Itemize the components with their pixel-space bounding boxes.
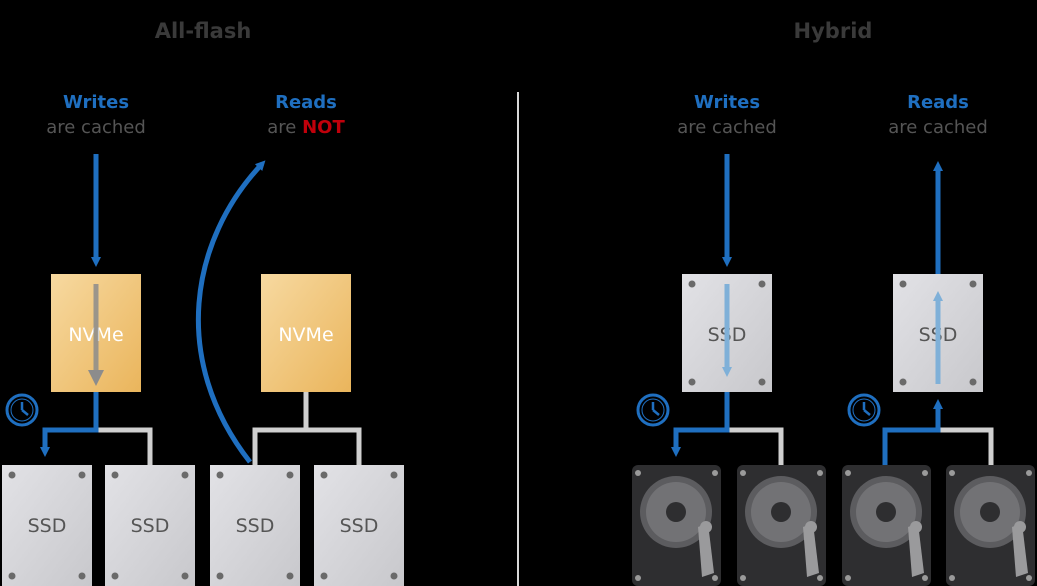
hard-disk-icon bbox=[946, 465, 1035, 586]
hybrid-reads-label: Reads bbox=[907, 92, 969, 113]
all-flash-destage-arrow bbox=[40, 392, 99, 457]
all-flash-title: All-flash bbox=[155, 19, 252, 43]
hybrid-destage-arrow bbox=[671, 392, 730, 457]
ssd-capacity-drive-4-label: SSD bbox=[340, 515, 379, 537]
all-flash-connector-left bbox=[96, 427, 153, 465]
all-flash-writes-label: Writes bbox=[63, 92, 129, 113]
ssd-capacity-drive-1: SSD bbox=[2, 465, 92, 586]
nvme-cache-drive-2: NVMe bbox=[261, 274, 351, 392]
ssd-capacity-drive-2: SSD bbox=[105, 465, 195, 586]
all-flash-connector-right bbox=[252, 392, 362, 465]
clock-icon bbox=[5, 393, 39, 427]
hard-disk-icon bbox=[842, 465, 931, 586]
ssd-capacity-drive-1-label: SSD bbox=[28, 515, 67, 537]
hybrid-read-fill-arrow bbox=[882, 399, 943, 465]
ssd-capacity-drive-4: SSD bbox=[314, 465, 404, 586]
nvme-cache-drive-2-label: NVMe bbox=[278, 324, 333, 346]
hybrid-reads-sub: are cached bbox=[888, 117, 988, 138]
ssd-capacity-drive-3-label: SSD bbox=[236, 515, 275, 537]
hard-disk-icon bbox=[737, 465, 826, 586]
all-flash-reads-sub-prefix: are bbox=[267, 117, 296, 138]
hybrid-writes-sub: are cached bbox=[677, 117, 777, 138]
hard-disk-icon bbox=[632, 465, 721, 586]
clock-icon bbox=[847, 393, 881, 427]
all-flash-reads-sub: are NOT bbox=[267, 117, 345, 138]
all-flash-write-through-arrow-head bbox=[88, 370, 104, 386]
hybrid-connector-right bbox=[938, 427, 994, 465]
hybrid-connector-left bbox=[727, 427, 784, 465]
ssd-capacity-drive-2-label: SSD bbox=[131, 515, 170, 537]
all-flash-writes-sub: are cached bbox=[46, 117, 146, 138]
clock-icon bbox=[636, 393, 670, 427]
all-flash-reads-label: Reads bbox=[275, 92, 337, 113]
all-flash-read-arc bbox=[196, 160, 266, 464]
ssd-capacity-drive-3: SSD bbox=[210, 465, 300, 586]
hybrid-writes-label: Writes bbox=[694, 92, 760, 113]
hybrid-title: Hybrid bbox=[794, 19, 873, 43]
all-flash-reads-not: NOT bbox=[302, 117, 345, 138]
